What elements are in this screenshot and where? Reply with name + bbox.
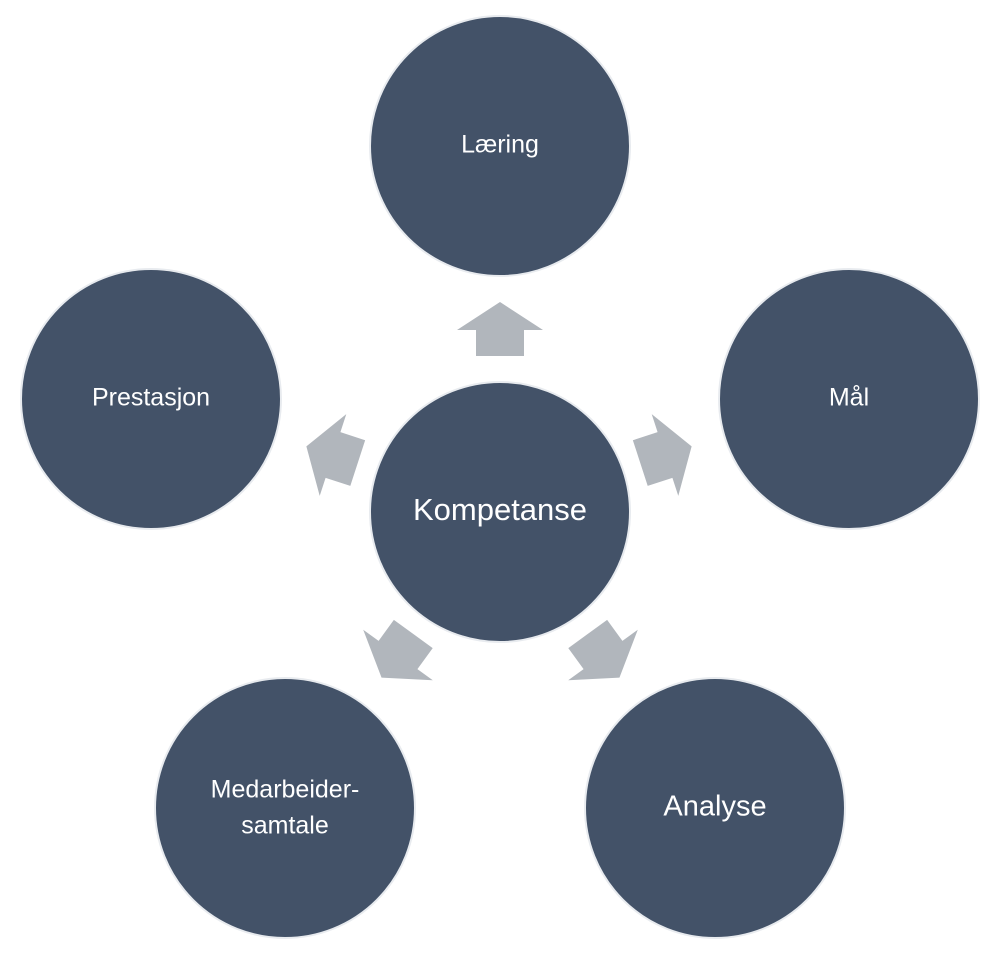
node-analyse: Analyse (584, 677, 846, 939)
node-prestasjon: Prestasjon (20, 268, 282, 530)
node-circle (369, 15, 631, 277)
node-circle (718, 268, 980, 530)
center-circle (369, 381, 631, 643)
center-label: Kompetanse (413, 492, 587, 527)
node-laering: Læring (369, 15, 631, 277)
arrow-to-medarbeidersamtale (363, 619, 433, 681)
node-label-medarbeidersamtale-line2: samtale (241, 812, 329, 840)
node-label-prestasjon: Prestasjon (92, 384, 210, 412)
node-label-laering: Læring (461, 131, 539, 159)
node-label-medarbeidersamtale-line1: Medarbeider- (211, 776, 360, 804)
node-maal: Mål (718, 268, 980, 530)
arrow-to-maal (632, 414, 692, 496)
arrows-group (306, 302, 692, 681)
node-medarbeidersamtale: Medarbeider- samtale (154, 677, 416, 939)
node-label-analyse: Analyse (663, 791, 766, 823)
arrow-to-prestasjon (306, 414, 366, 496)
node-circle (584, 677, 846, 939)
arrow-to-laering (457, 302, 543, 356)
node-circle (20, 268, 282, 530)
node-kompetanse: Kompetanse (369, 381, 631, 643)
node-circle (154, 677, 416, 939)
node-label-maal: Mål (829, 384, 869, 412)
arrow-to-analyse (568, 619, 638, 681)
